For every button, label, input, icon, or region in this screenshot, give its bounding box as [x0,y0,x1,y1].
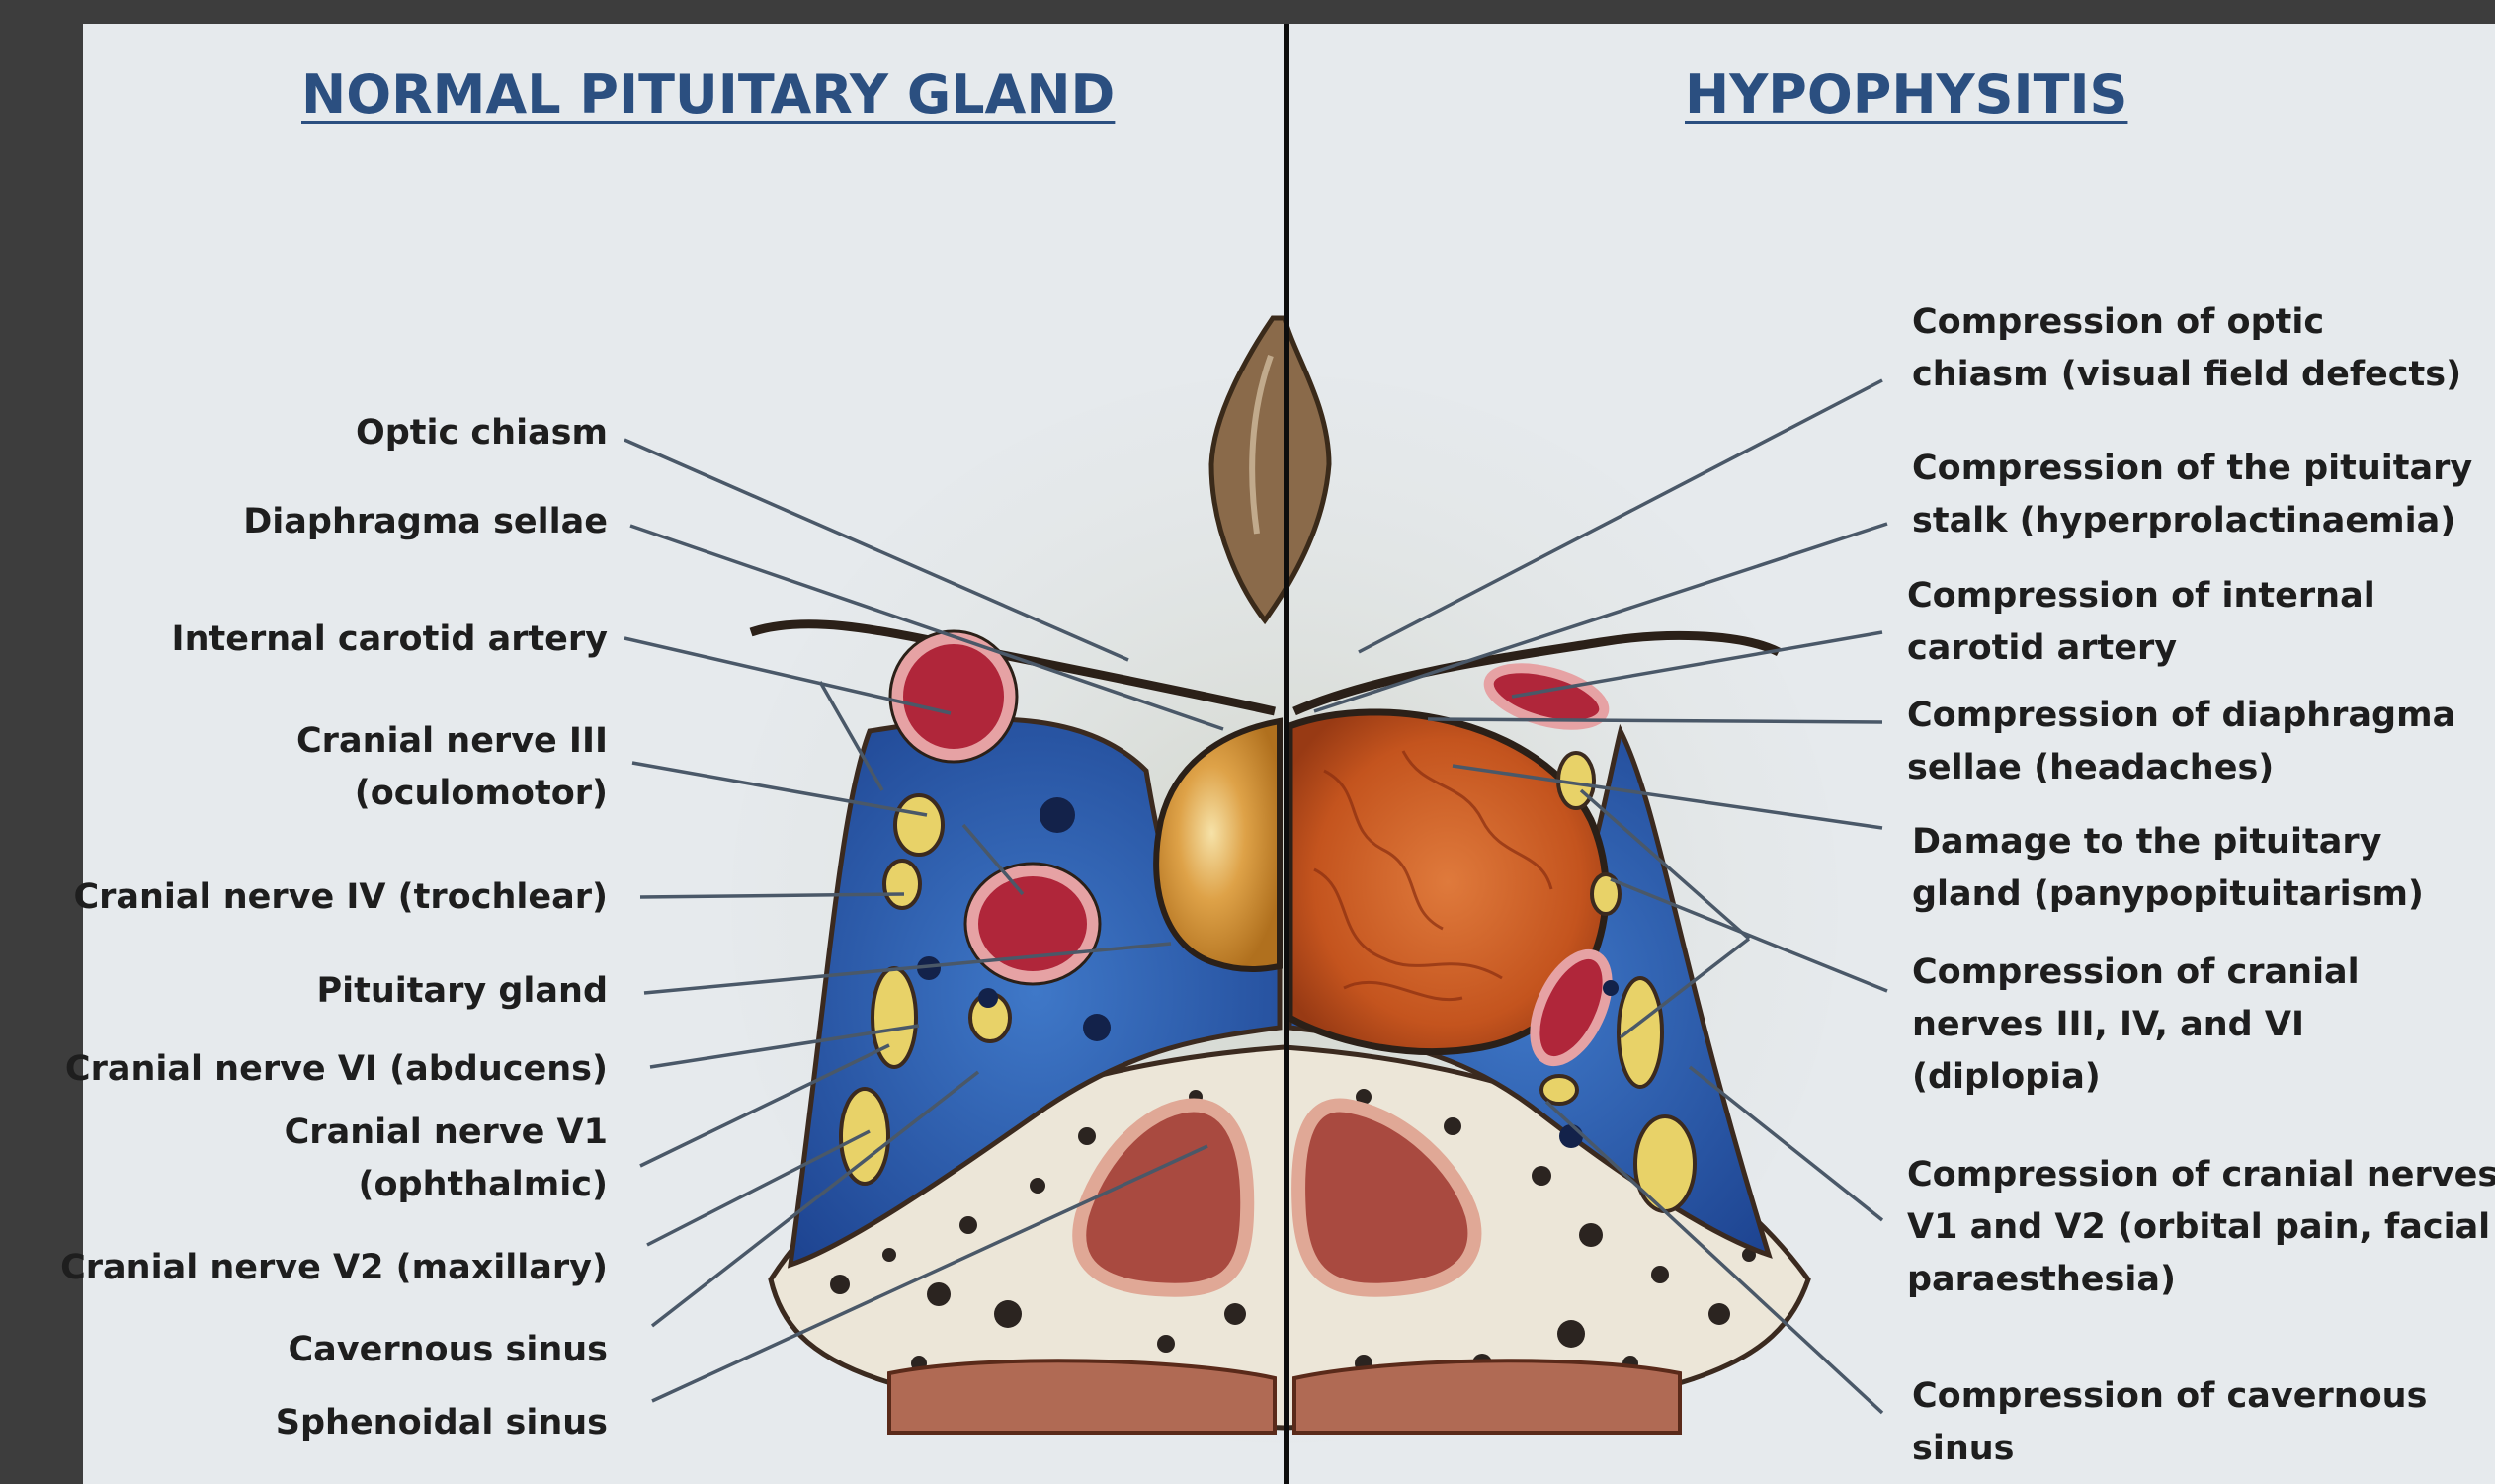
label-pituitary-gland: Pituitary gland [316,965,608,1018]
label-cranial-nerve-v2: Cranial nerve V2 (maxillary) [60,1242,608,1294]
label-cranial-nerve-iii: Cranial nerve III(oculomotor) [296,715,608,820]
label-cranial-nerve-v1: Cranial nerve V1(ophthalmic) [285,1107,608,1211]
label-cranial-nerve-iv: Cranial nerve IV (trochlear) [73,871,608,924]
label-cavernous-sinus: Cavernous sinus [288,1324,608,1376]
label-optic-chiasm: Optic chiasm [356,407,608,459]
label-diaphragma-sellae: Diaphragma sellae [243,496,608,548]
label-sphenoidal-sinus: Sphenoidal sinus [276,1397,608,1449]
label-internal-carotid-artery: Internal carotid artery [172,614,608,666]
center-divider [1284,24,1289,1484]
title-normal-pituitary: NORMAL PITUITARY GLAND [301,63,1115,125]
title-hypophysitis: HYPOPHYSITIS [1685,63,2127,125]
label-cranial-nerve-vi: Cranial nerve VI (abducens) [65,1043,608,1096]
internal-carotid-artery-left [896,637,1011,756]
